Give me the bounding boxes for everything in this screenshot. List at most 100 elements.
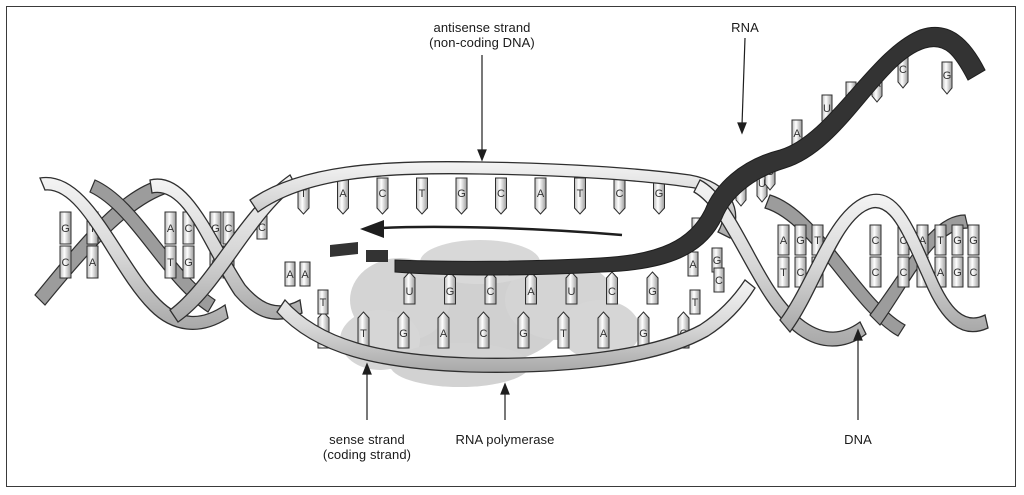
base-letter: G — [648, 286, 657, 298]
base-letter: C — [258, 222, 266, 234]
antisense-base: A — [534, 177, 547, 215]
base-letter: G — [446, 286, 455, 298]
base-letter: G — [713, 255, 722, 267]
base-letter: G — [655, 188, 664, 200]
base-letter: U — [406, 286, 414, 298]
right-helix-base: G — [794, 224, 807, 256]
rna-strand — [330, 26, 986, 276]
rna-base: G — [646, 271, 659, 305]
base-letter: G — [184, 257, 193, 269]
base-letter: G — [211, 223, 220, 235]
left-helix-base: G — [182, 245, 195, 279]
antisense-label-line2: (non-coding DNA) — [429, 35, 535, 50]
base-letter: C — [487, 286, 495, 298]
sense-base: T — [357, 311, 370, 349]
antisense-label-line1: antisense strand — [433, 20, 531, 35]
antisense-base: G — [455, 177, 468, 215]
base-letter: C — [185, 223, 193, 235]
rna-label: RNA — [731, 20, 759, 35]
sense-base: C — [477, 311, 490, 349]
base-letter: C — [872, 235, 880, 247]
antisense-strand-ribbon — [249, 160, 737, 239]
base-letter: A — [339, 188, 347, 200]
sense-base: A — [597, 311, 610, 349]
base-letter: A — [301, 269, 309, 281]
base-letter: G — [519, 328, 528, 340]
left-helix-base: G — [59, 211, 72, 245]
sense-base: G — [637, 311, 650, 349]
fork-base: A — [284, 261, 296, 287]
rna-base: U — [403, 271, 416, 305]
base-letter: T — [780, 267, 787, 279]
right-helix-base: T — [777, 256, 790, 288]
sense-base: A — [437, 311, 450, 349]
base-letter: A — [89, 257, 97, 269]
base-letter: T — [360, 328, 367, 340]
right-helix-base: T — [934, 224, 947, 256]
base-letter: U — [758, 178, 766, 190]
base-letter: T — [937, 235, 944, 247]
base-letter: G — [457, 188, 466, 200]
right-helix-base: A — [777, 224, 790, 256]
left-helix-base: A — [164, 211, 177, 245]
sense-strand-label: sense strand (coding strand) — [323, 432, 411, 462]
sense-base: G — [517, 311, 530, 349]
base-letter: A — [793, 128, 801, 140]
base-letter: G — [796, 235, 805, 247]
sense-base: G — [397, 311, 410, 349]
left-helix-base: A — [86, 245, 99, 279]
right-helix-base: C — [869, 224, 882, 256]
base-letter: C — [608, 286, 616, 298]
right-helix-front — [693, 179, 989, 347]
base-letter: T — [814, 235, 821, 247]
base-letter: T — [560, 328, 567, 340]
rna-base: U — [565, 271, 578, 305]
right-helix-base: G — [951, 256, 964, 288]
rna-polymerase-label: RNA polymerase — [455, 432, 555, 447]
base-letter: A — [537, 188, 545, 200]
right-helix-base: G — [967, 224, 980, 256]
base-letter: A — [780, 235, 788, 247]
base-letter: C — [225, 223, 233, 235]
base-letter: C — [715, 275, 723, 287]
sense-label-line1: sense strand — [329, 432, 405, 447]
base-letter: A — [937, 267, 945, 279]
base-letter: C — [797, 267, 805, 279]
antisense-base: T — [416, 177, 428, 215]
base-letter: A — [440, 328, 448, 340]
base-letter: C — [970, 267, 978, 279]
base-letter: T — [419, 188, 426, 200]
base-letter: C — [62, 257, 70, 269]
antisense-base: C — [613, 177, 626, 215]
sense-base: T — [557, 311, 570, 349]
base-letter: G — [969, 235, 978, 247]
antisense-base: C — [376, 177, 389, 215]
sense-label-line2: (coding strand) — [322, 447, 412, 462]
left-helix-base: T — [164, 245, 177, 279]
base-letter: C — [379, 188, 387, 200]
base-letter: G — [953, 235, 962, 247]
fork-base: A — [299, 261, 311, 287]
fork-base: C — [713, 267, 725, 293]
base-letter: U — [568, 286, 576, 298]
base-letter: G — [943, 70, 952, 82]
base-letter: T — [692, 297, 699, 309]
base-letter: G — [953, 267, 962, 279]
antisense-base: T — [574, 177, 586, 215]
antisense-base: C — [495, 177, 507, 215]
base-letter: A — [527, 286, 535, 298]
rna-tail-base: G — [941, 61, 953, 95]
right-helix-base: C — [967, 256, 980, 288]
right-helix-base: C — [869, 256, 882, 288]
base-letter: C — [900, 235, 908, 247]
antisense-base: A — [337, 177, 349, 215]
rna-base: G — [444, 271, 456, 305]
base-letter: A — [919, 235, 927, 247]
base-letter: T — [320, 297, 327, 309]
base-letter: G — [399, 328, 408, 340]
base-letter: A — [600, 328, 608, 340]
rna-base: A — [525, 271, 537, 305]
base-letter: C — [497, 188, 505, 200]
base-letter: T — [167, 257, 174, 269]
